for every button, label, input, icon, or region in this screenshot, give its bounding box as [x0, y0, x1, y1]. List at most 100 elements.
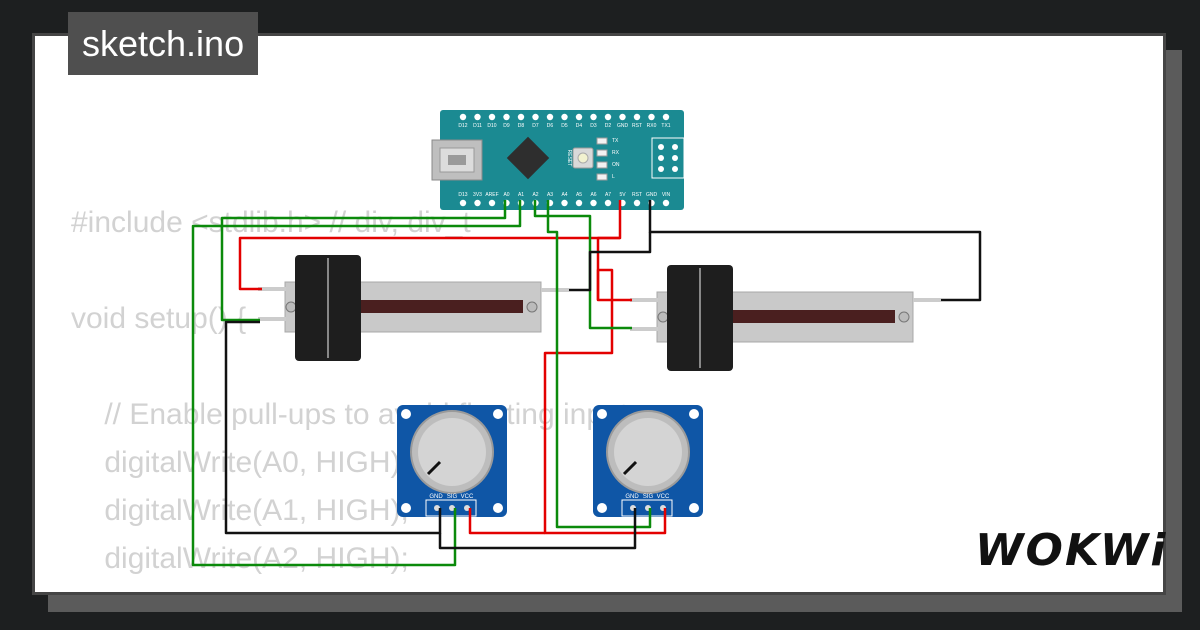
header-pin — [648, 113, 655, 121]
pin-label: A4 — [561, 192, 567, 198]
knob-indicator — [622, 460, 638, 476]
wire-green — [191, 200, 522, 567]
header-pin — [561, 113, 568, 121]
header-pin — [488, 113, 496, 121]
code-line: digitalWrite(A2, HIGH); — [71, 542, 409, 575]
screw-icon — [898, 311, 910, 323]
pin-label: 5V — [619, 192, 626, 198]
header-pin — [503, 113, 510, 121]
header-pin — [590, 113, 597, 121]
pin-label: RX0 — [647, 123, 657, 129]
header-pin — [474, 113, 481, 121]
header-pin — [662, 199, 670, 207]
code-line: void setup() { — [71, 302, 247, 335]
pin-label: A2 — [532, 192, 538, 198]
header-pin — [459, 199, 467, 207]
status-leds — [596, 137, 608, 181]
slider-pin — [258, 287, 286, 291]
wire-red — [543, 268, 667, 535]
pin-label-vcc: VCC — [461, 494, 474, 500]
knob-indicator — [426, 460, 442, 476]
slider-pin — [541, 288, 569, 292]
pin-label: A0 — [503, 192, 509, 198]
led-label: RX — [612, 150, 620, 156]
pin-label-vcc: VCC — [657, 494, 670, 500]
pin-label: A3 — [547, 192, 553, 198]
board-pcb — [440, 110, 684, 210]
header-pin — [604, 113, 612, 121]
pin-label-gnd: GND — [429, 494, 443, 500]
slider-track — [360, 300, 523, 313]
screw-icon — [657, 311, 669, 323]
pin-label: D13 — [458, 192, 467, 198]
header-pin — [662, 113, 670, 121]
header-pin — [633, 113, 641, 121]
header-pin — [532, 113, 539, 121]
pin-label: D11 — [473, 123, 482, 129]
pin-label: D4 — [576, 123, 583, 129]
led-label: ON — [612, 162, 620, 168]
icsp-header — [651, 137, 685, 179]
pin-label: D3 — [590, 123, 597, 129]
pin-label-sig: SIG — [643, 494, 654, 500]
pin-label: RST — [632, 192, 642, 198]
pin-label: D5 — [561, 123, 568, 129]
pin-label: GND — [617, 123, 629, 129]
rotary-potentiometer-1: GND SIG VCC — [397, 405, 507, 517]
wokwi-logo: WOKWi — [975, 525, 1168, 576]
header-pin — [575, 199, 583, 207]
pin-label: AREF — [485, 192, 498, 198]
wire-red — [238, 236, 620, 291]
header-pin — [590, 199, 597, 207]
top-pin-row — [459, 113, 670, 121]
pin-label-gnd: GND — [625, 494, 639, 500]
slide-potentiometer-1 — [258, 255, 569, 361]
pin-label: D9 — [503, 123, 510, 129]
pin-label-sig: SIG — [447, 494, 458, 500]
pin-label: D8 — [518, 123, 525, 129]
usb-connector — [431, 139, 483, 181]
wire-black — [438, 508, 637, 550]
code-line: #include <stdlib.h> // div, div_t — [71, 206, 471, 239]
wire-red — [596, 200, 632, 302]
screw-icon — [285, 301, 297, 313]
code-line: digitalWrite(A0, HIGH); — [71, 446, 409, 479]
pin-label: VIN — [662, 192, 671, 198]
reset-button — [572, 147, 594, 169]
bottom-pin-row — [459, 199, 670, 207]
pin-label: D6 — [547, 123, 554, 129]
slider-pin — [913, 298, 941, 302]
screw-icon — [526, 301, 538, 313]
header-pin — [517, 113, 525, 121]
pin-label: A7 — [605, 192, 611, 198]
rotary-potentiometer-2: GND SIG VCC — [593, 405, 703, 517]
wire-green — [220, 200, 507, 322]
wire-red — [468, 508, 545, 535]
header-pin — [488, 199, 496, 207]
pin-label: D12 — [458, 123, 467, 129]
header-pin — [633, 199, 641, 207]
pin-label: D2 — [605, 123, 612, 129]
code-line: digitalWrite(A1, HIGH); — [71, 494, 409, 527]
pin-label: A1 — [518, 192, 524, 198]
header-pin — [561, 199, 568, 207]
header-pin — [546, 113, 554, 121]
pin-label: TX1 — [661, 123, 670, 129]
header-pin — [604, 199, 612, 207]
pin-label: GND — [646, 192, 658, 198]
rotary-knob — [614, 418, 682, 486]
slide-potentiometer-2 — [630, 265, 941, 371]
slider-pin — [630, 298, 658, 302]
pin-label: RST — [632, 123, 642, 129]
wire-black — [569, 232, 652, 292]
code-line: digitalWrite(A3, HIGH); — [71, 583, 643, 592]
pin-label: D10 — [487, 123, 496, 129]
pin-label: A5 — [576, 192, 582, 198]
header-pin — [619, 113, 626, 121]
slider-pin — [258, 317, 286, 321]
pin-label: D7 — [532, 123, 539, 129]
rotary-knob — [418, 418, 486, 486]
